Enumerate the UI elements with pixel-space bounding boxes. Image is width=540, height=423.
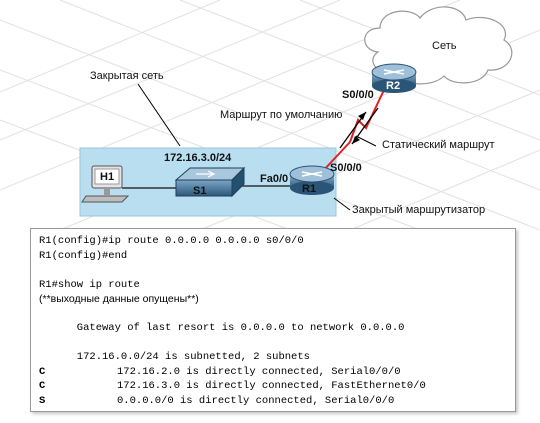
console-line: 172.16.3.0 is directly connected, FastEt… <box>117 380 426 392</box>
route-code: S <box>39 394 46 407</box>
route-code: C <box>39 380 46 392</box>
default-route-label: Маршрут по умолчанию <box>220 109 343 121</box>
r1-label: R1 <box>302 183 317 195</box>
cloud-label: Сеть <box>432 40 457 52</box>
route-code: C <box>39 365 46 378</box>
console-line: R1(config)#ip route 0.0.0.0 0.0.0.0 s0/0… <box>39 235 304 247</box>
stub-network-label: Закрытая сеть <box>90 70 164 82</box>
stub-router-label: Закрытый маршрутизатор <box>352 204 486 216</box>
stub-network-pointer <box>137 83 181 147</box>
serial-link <box>321 141 351 173</box>
default-route-arrow <box>339 111 367 149</box>
s1-switch-icon <box>174 166 246 198</box>
network-diagram: Сеть Закрытая сеть 172.16.3.0/24 Маршрут… <box>0 0 540 230</box>
s1-label: S1 <box>193 185 207 197</box>
static-route-arrow <box>351 107 379 145</box>
serial-link-bolt <box>349 89 385 143</box>
console-line: R1#show ip route <box>39 278 140 291</box>
h1-label: H1 <box>100 171 115 183</box>
r1-serial-interface-label: S0/0/0 <box>330 162 362 174</box>
console-line: 172.16.2.0 is directly connected, Serial… <box>117 365 401 378</box>
console-line: (**выходные данные опущены**) <box>39 293 199 305</box>
diagram-graphics <box>0 0 540 230</box>
subnet-label: 172.16.3.0/24 <box>164 152 232 164</box>
r1-fa-interface-label: Fa0/0 <box>260 173 289 185</box>
r1-router-icon <box>289 165 335 195</box>
cli-output-panel: R1(config)#ip route 0.0.0.0 0.0.0.0 s0/0… <box>30 228 516 412</box>
r2-router-icon <box>371 63 417 93</box>
h1-pc-icon <box>81 165 130 203</box>
console-line: R1(config)#end <box>39 249 128 262</box>
r2-label: R2 <box>386 80 401 92</box>
console-line: Gateway of last resort is 0.0.0.0 to net… <box>39 322 405 334</box>
console-line: 0.0.0.0/0 is directly connected, Serial0… <box>117 394 395 407</box>
stub-router-pointer <box>333 197 351 211</box>
static-route-label: Статический маршрут <box>382 139 495 151</box>
static-route-pointer <box>355 135 377 147</box>
console-line: 172.16.0.0/24 is subnetted, 2 subnets <box>39 351 310 363</box>
r2-interface-label: S0/0/0 <box>342 89 374 101</box>
